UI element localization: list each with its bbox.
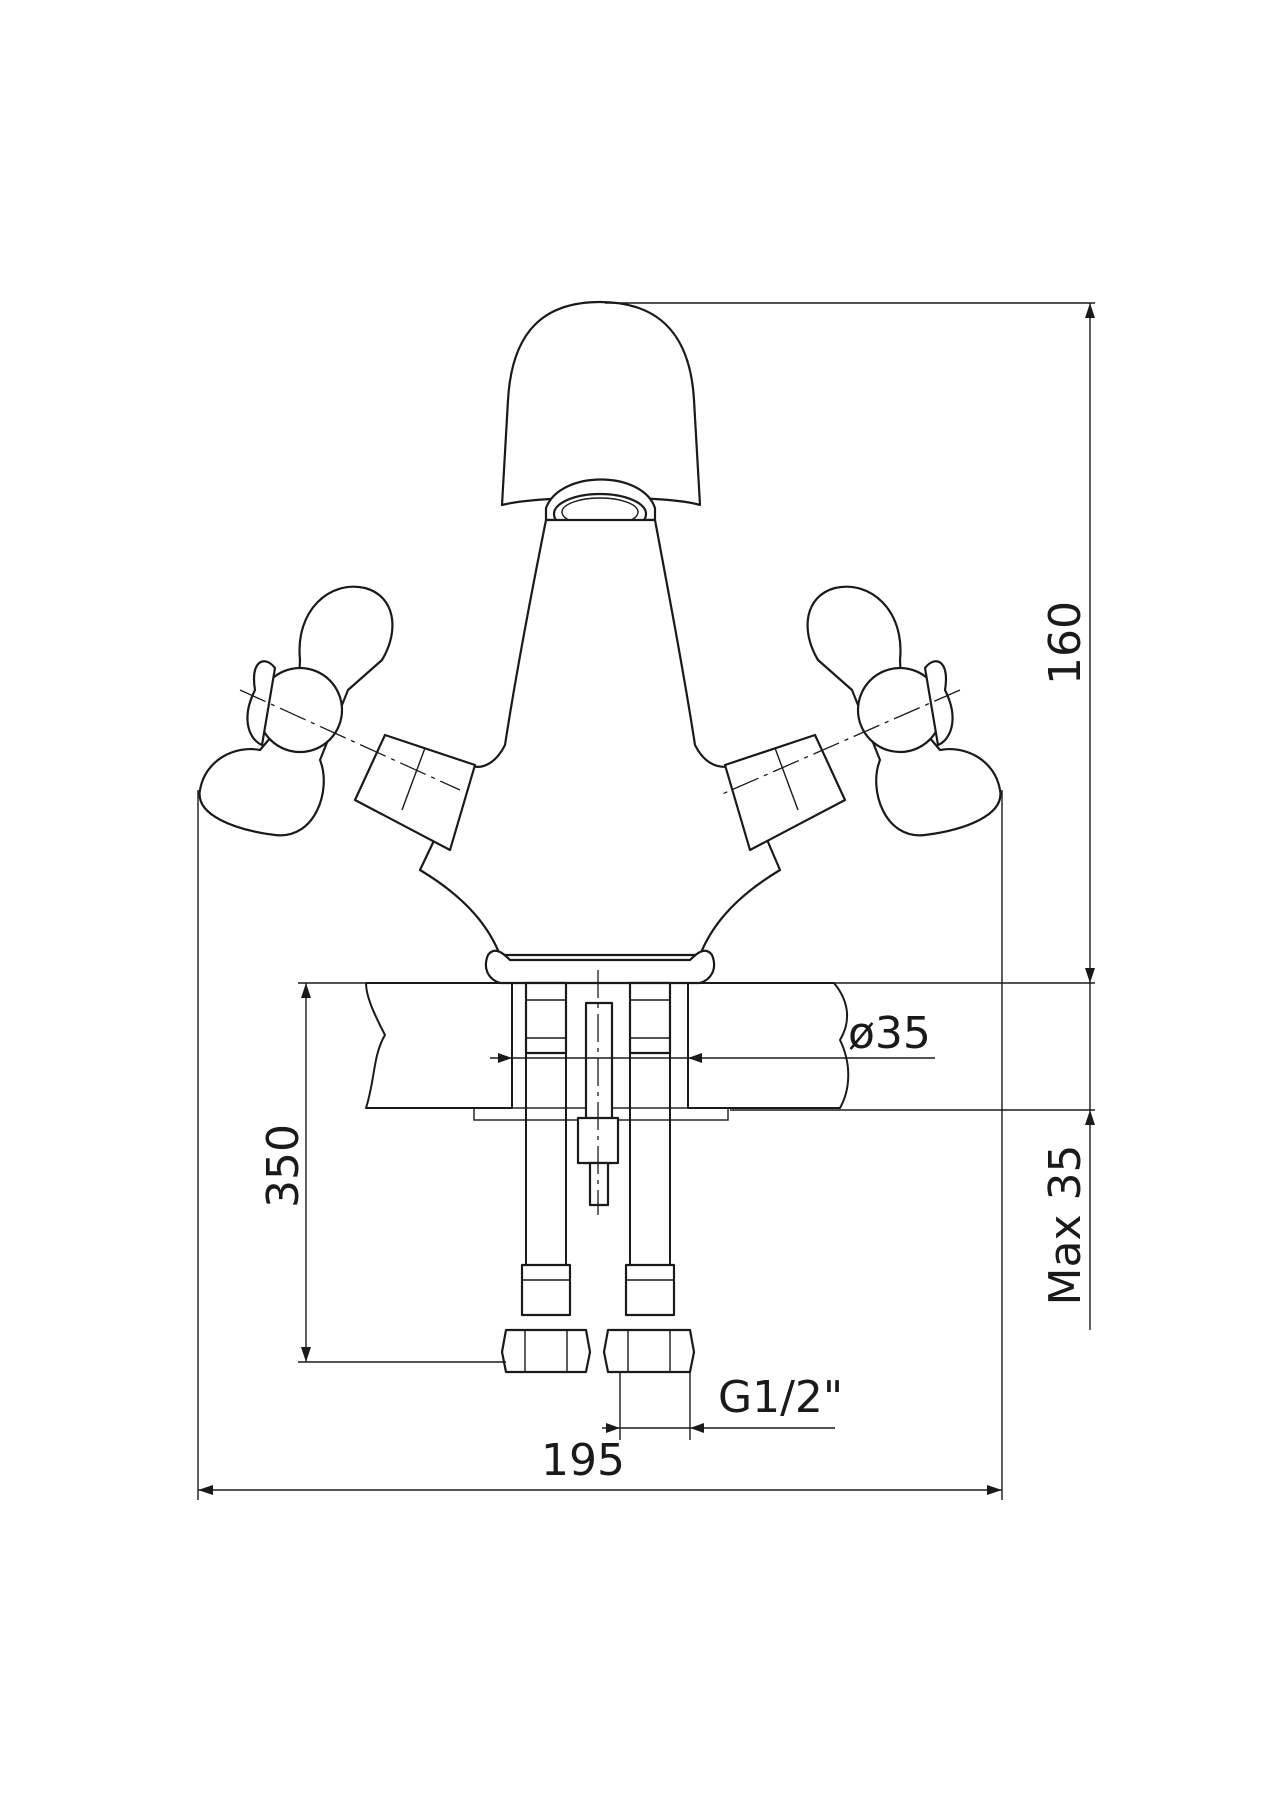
supply-hoses bbox=[500, 970, 696, 1374]
dim-hose-length-label: 350 bbox=[258, 1124, 309, 1208]
tap-body bbox=[418, 518, 782, 985]
right-handle bbox=[719, 585, 1002, 852]
dim-hole-diameter-label: ø35 bbox=[848, 1008, 931, 1059]
dim-width-label: 195 bbox=[541, 1435, 625, 1486]
dimension-lines bbox=[197, 302, 1095, 1500]
dim-height-label: 160 bbox=[1040, 601, 1091, 685]
left-handle bbox=[198, 585, 477, 852]
spout bbox=[500, 300, 702, 536]
dim-thread-label: G1/2" bbox=[718, 1372, 843, 1423]
dim-max-deck-label: Max 35 bbox=[1040, 1145, 1091, 1306]
